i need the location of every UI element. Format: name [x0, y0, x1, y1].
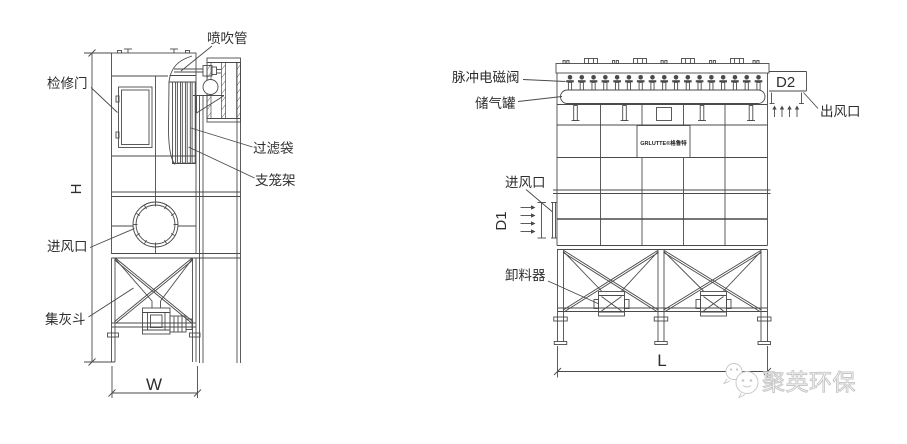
dim-height: H — [68, 184, 85, 195]
label-air-tank: 储气罐 — [475, 96, 516, 111]
label-air-outlet: 出风口 — [820, 104, 861, 119]
label-cage-frame: 支笼架 — [255, 172, 296, 188]
label-dust-hopper: 集灰斗 — [45, 312, 86, 327]
label-pulse-valve: 脉冲电磁阀 — [452, 70, 520, 85]
label-blow-pipe: 喷吹管 — [207, 31, 248, 46]
line-art — [84, 45, 819, 399]
nameplate-logo-text: GRLUTTE®格鲁特 — [640, 139, 687, 147]
label-filter-bag: 过滤袋 — [253, 141, 294, 156]
dim-outlet-d2: D2 — [776, 74, 795, 91]
label-air-inlet-left: 进风口 — [47, 239, 88, 254]
label-discharger: 卸料器 — [505, 268, 546, 283]
label-inspection-door: 检修门 — [47, 76, 88, 91]
label-air-inlet-right: 进风口 — [505, 175, 546, 190]
watermark-text: 聚英环保 — [762, 369, 856, 395]
dim-width: W — [146, 375, 162, 394]
dim-length: L — [657, 351, 666, 370]
dim-inlet-d1: D1 — [493, 211, 510, 230]
